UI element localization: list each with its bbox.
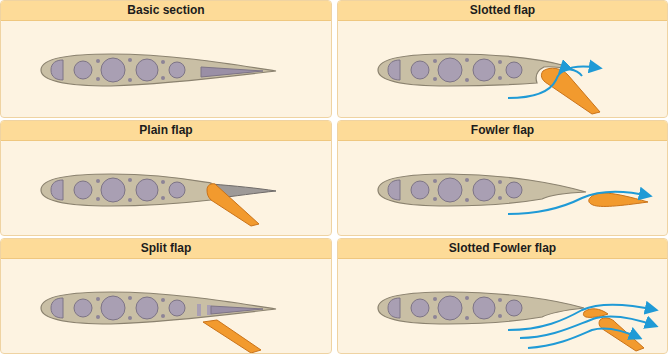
flap-panel: Slotted flap (337, 0, 668, 118)
panel-heading: Slotted flap (338, 1, 667, 21)
panel-heading: Slotted Fowler flap (338, 239, 667, 259)
fowler-flap-airfoil (378, 174, 650, 214)
slotted-flap-airfoil (378, 54, 600, 114)
panel-heading: Plain flap (1, 121, 331, 141)
panel-heading: Basic section (1, 1, 331, 21)
flap-panel: Fowler flap (337, 120, 668, 236)
basic-airfoil (41, 54, 276, 86)
flap-panel: Plain flap (0, 120, 332, 236)
flap-panel: Basic section (0, 0, 332, 118)
panel-heading: Fowler flap (338, 121, 667, 141)
split-flap-airfoil (41, 292, 276, 353)
panel-heading: Split flap (1, 239, 331, 259)
plain-flap-airfoil (41, 174, 276, 226)
flap-panel: Slotted Fowler flap (337, 238, 668, 354)
flap-panel: Split flap (0, 238, 332, 354)
slotted-fowler-flap-airfoil (378, 292, 656, 351)
